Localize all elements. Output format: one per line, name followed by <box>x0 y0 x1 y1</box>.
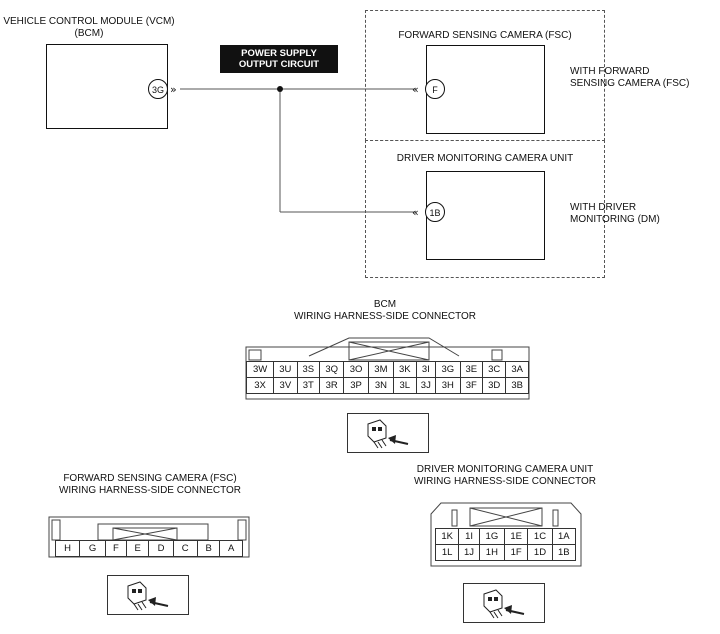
svg-text:«: « <box>412 206 419 219</box>
bcm-connector-title: BCM WIRING HARNESS-SIDE CONNECTOR <box>240 299 530 323</box>
connector-plug-icon <box>483 589 525 619</box>
connector-plug-icon <box>367 419 409 449</box>
fsc-connector-title: FORWARD SENSING CAMERA (FSC) WIRING HARN… <box>20 473 280 497</box>
dm-option-note: WITH DRIVER MONITORING (DM) <box>570 202 660 226</box>
bcm-connector-view-icon <box>347 413 429 453</box>
connector-pin: 1E <box>504 528 529 545</box>
connector-pin: 1L <box>434 544 460 561</box>
splice-point <box>277 86 283 92</box>
connector-pin: 3E <box>459 361 483 378</box>
fsc-connector-title-line1: FORWARD SENSING CAMERA (FSC) <box>63 473 237 484</box>
psoc-line1: POWER SUPPLY <box>241 48 317 59</box>
dm-note-line1: WITH DRIVER <box>570 202 637 213</box>
fsc-option-note: WITH FORWARD SENSING CAMERA (FSC) <box>570 66 689 90</box>
fsc-module-box <box>426 45 545 134</box>
connector-pin: 3K <box>393 361 417 378</box>
bcm-title-line2: (BCM) <box>74 28 104 39</box>
connector-pin: 1C <box>527 528 553 545</box>
connector-pin: F <box>104 540 127 557</box>
bcm-pin-3g: 3G <box>148 79 168 99</box>
connector-pin: 1B <box>551 544 577 561</box>
bcm-connector-title-line1: BCM <box>373 299 397 310</box>
connector-pin: 1F <box>504 544 529 561</box>
dm-option-area <box>365 140 605 278</box>
connector-plug-icon <box>127 581 169 611</box>
connector-pin: 1K <box>434 528 460 545</box>
connector-pin: H <box>54 540 81 557</box>
fsc-note-line1: WITH FORWARD <box>570 66 650 77</box>
connector-pin: 3T <box>296 377 321 394</box>
connector-pin: 3P <box>343 377 369 394</box>
bcm-module-box <box>46 44 168 129</box>
connector-pin: 1A <box>551 528 577 545</box>
connector-pin: 3D <box>481 377 507 394</box>
fsc-connector-title-line2: WIRING HARNESS-SIDE CONNECTOR <box>58 485 242 496</box>
dm-pin-1b: 1B <box>425 202 445 222</box>
dm-connector-title: DRIVER MONITORING CAMERA UNIT WIRING HAR… <box>385 464 625 488</box>
bcm-title-line1: VEHICLE CONTROL MODULE (VCM) <box>3 16 175 27</box>
dm-note-line2: MONITORING (DM) <box>570 214 660 225</box>
svg-text:»: » <box>170 83 177 96</box>
dm-connector-view-icon <box>463 583 545 623</box>
fsc-pin-f: F <box>425 79 445 99</box>
dm-connector-title-line2: WIRING HARNESS-SIDE CONNECTOR <box>413 476 597 487</box>
fsc-note-line2: SENSING CAMERA (FSC) <box>570 78 690 89</box>
connector-pin: 1D <box>527 544 553 561</box>
connector-pin: D <box>148 540 174 557</box>
bcm-connector-title-line2: WIRING HARNESS-SIDE CONNECTOR <box>293 311 477 322</box>
connector-pin: 3L <box>393 377 417 394</box>
connector-pin: 3O <box>343 361 369 378</box>
connector-pin: 1I <box>458 528 480 545</box>
connector-pin: E <box>125 540 150 557</box>
bcm-title: VEHICLE CONTROL MODULE (VCM) (BCM) <box>0 16 178 40</box>
power-supply-output-circuit-label: POWER SUPPLY OUTPUT CIRCUIT <box>220 45 338 73</box>
connector-pin: 1J <box>458 544 480 561</box>
dm-title: DRIVER MONITORING CAMERA UNIT <box>396 153 574 164</box>
connector-pin: 1G <box>478 528 506 545</box>
svg-text:«: « <box>412 83 419 96</box>
connector-pin: 3B <box>505 377 529 394</box>
connector-pin: 3N <box>367 377 395 394</box>
connector-pin: 3R <box>319 377 345 394</box>
connector-pin: C <box>172 540 198 557</box>
connector-pin: 1H <box>478 544 506 561</box>
connector-pin: 3F <box>459 377 483 394</box>
psoc-line2: OUTPUT CIRCUIT <box>238 59 320 70</box>
dm-connector-title-line1: DRIVER MONITORING CAMERA UNIT <box>416 464 594 475</box>
fsc-title: FORWARD SENSING CAMERA (FSC) <box>398 30 572 41</box>
connector-pin: A <box>219 540 243 557</box>
fsc-connector-view-icon <box>107 575 189 615</box>
